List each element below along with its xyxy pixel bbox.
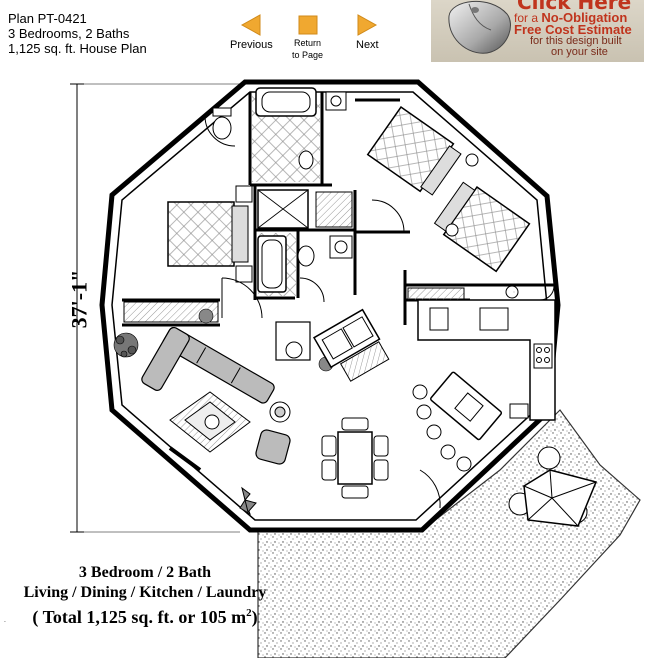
previous-button[interactable]: Previous [230, 14, 273, 51]
floor-plan-drawing: . [4, 79, 641, 658]
svg-text:.: . [4, 617, 6, 624]
return-square-icon [298, 15, 318, 35]
banner-line1: for a No-Obligation [514, 10, 628, 25]
plan-bedrooms-baths: 3 Bedrooms, 2 Baths [8, 26, 130, 41]
next-button[interactable]: Next [356, 14, 379, 51]
return-to-page-button[interactable]: Return to Page [292, 14, 323, 60]
computer-mouse-icon [448, 0, 511, 54]
caption-line3: ( Total 1,125 sq. ft. or 105 m2) [32, 607, 258, 627]
plan-area: 1,125 sq. ft. House Plan [8, 41, 147, 56]
plan-info: Plan PT-0421 3 Bedrooms, 2 Baths 1,125 s… [8, 11, 147, 56]
cost-estimate-banner[interactable]: Click Here for a No-Obligation Free Cost… [431, 0, 644, 62]
banner-line3: for this design built [530, 35, 622, 47]
caption-line1: 3 Bedroom / 2 Bath [78, 564, 212, 581]
plan-id: Plan PT-0421 [8, 11, 87, 26]
previous-label: Previous [230, 39, 273, 51]
next-label: Next [356, 39, 379, 51]
banner-line2: Free Cost Estimate [514, 22, 632, 37]
banner-line4: on your site [551, 46, 608, 58]
return-label-line1: Return [294, 38, 322, 48]
plan-dimension-label: 37'-1" [66, 269, 92, 329]
banner-headline: Click Here [517, 0, 632, 14]
previous-arrow-icon [241, 14, 261, 36]
patio-deck [257, 409, 641, 658]
plan-caption: 3 Bedroom / 2 Bath Living / Dining / Kit… [0, 563, 290, 627]
return-label-line2: to Page [292, 50, 324, 60]
caption-line2: Living / Dining / Kitchen / Laundry [23, 584, 267, 601]
next-arrow-icon [357, 14, 378, 36]
